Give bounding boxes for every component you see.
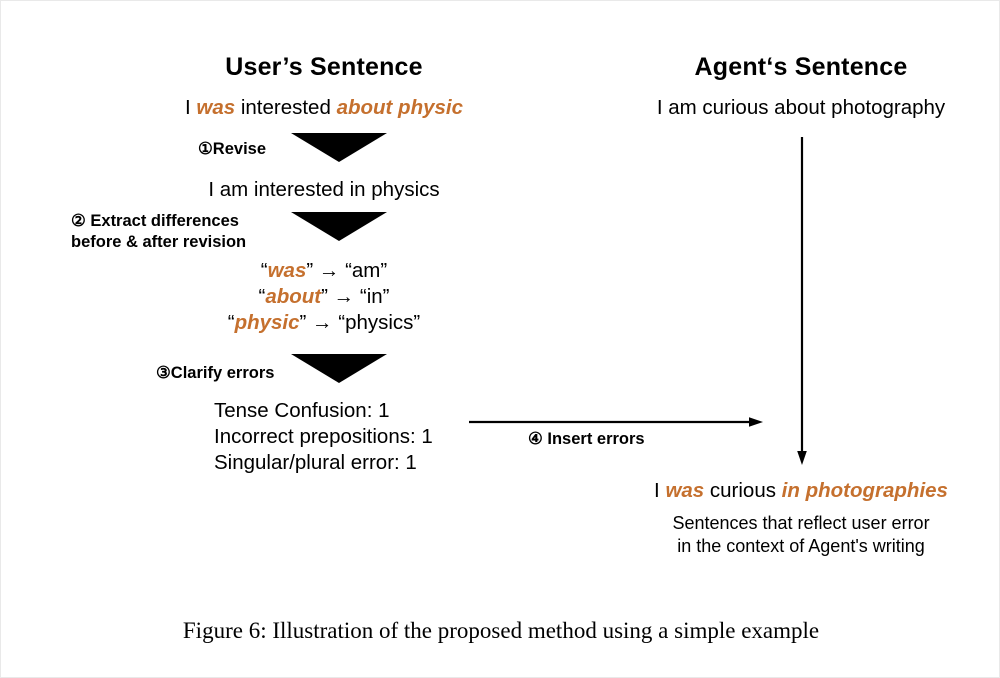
error-count-item: Tense Confusion: 1 xyxy=(214,399,390,422)
step-1-label: ①Revise xyxy=(198,139,266,160)
diff-arrow-icon-2: → xyxy=(333,285,355,308)
step-2-label: ② Extract differences before & after rev… xyxy=(71,211,246,252)
diff-open-quote-2: “ xyxy=(258,285,266,308)
step-4-number: ④ xyxy=(528,430,543,448)
user-column-title: User’s Sentence xyxy=(225,53,423,81)
diff-correct-3: “physics” xyxy=(338,311,421,334)
step-2-line-1: ② Extract differences xyxy=(71,211,246,232)
user-revised-sentence: I am interested in physics xyxy=(208,178,440,201)
diff-arrow-icon-1: → xyxy=(318,259,340,282)
diff-open-quote-3: “ xyxy=(227,311,235,334)
step-4-arrow-icon xyxy=(469,417,763,427)
step-4-text: Insert errors xyxy=(542,430,645,448)
step-3-text: Clarify errors xyxy=(170,364,275,382)
user-original-prefix: I xyxy=(184,96,197,119)
agent-result-error-1: was xyxy=(665,479,705,502)
agent-result-prefix: I xyxy=(654,479,666,502)
diff-arrow-icon-3: → xyxy=(312,311,333,334)
figure-caption: Figure 6: Illustration of the proposed m… xyxy=(182,618,820,643)
step-3-arrow-icon xyxy=(291,354,387,383)
user-original-middle: interested xyxy=(235,96,337,119)
agent-original-sentence: I am curious about photography xyxy=(656,96,946,119)
diff-correct-2: “in” xyxy=(359,285,390,308)
difference-row: “physic” → “physics” xyxy=(124,311,524,335)
difference-list: “was” → “am” “about” → “in” “physic” → “… xyxy=(124,259,524,335)
diff-wrong-2: about xyxy=(265,285,322,308)
diff-correct-1: “am” xyxy=(345,259,388,282)
agent-result-note-line-1: Sentences that reflect user error xyxy=(672,513,930,533)
step-3-label: ③Clarify errors xyxy=(156,363,274,384)
agent-column-title: Agent‘s Sentence xyxy=(694,53,908,81)
agent-result-error-2: in photographies xyxy=(781,479,948,502)
user-original-error-2: about physic xyxy=(336,96,463,119)
step-2-number: ② xyxy=(71,212,86,230)
step-2-text-1: Extract differences xyxy=(85,212,239,230)
diff-close-quote-1: ” xyxy=(306,259,314,282)
diff-wrong-3: physic xyxy=(234,311,300,334)
user-original-sentence: I was interested about physic xyxy=(124,96,524,120)
step-2-line-2: before & after revision xyxy=(71,232,247,251)
error-count-list: Tense Confusion: 1 Incorrect preposition… xyxy=(214,399,433,475)
difference-row: “was” → “am” xyxy=(124,259,524,283)
error-count-item: Incorrect prepositions: 1 xyxy=(214,425,433,448)
agent-result-note-line-2: in the context of Agent's writing xyxy=(677,536,925,557)
diff-close-quote-3: ” xyxy=(299,311,307,334)
step-2-arrow-icon xyxy=(291,212,387,241)
diff-close-quote-2: ” xyxy=(321,285,328,308)
agent-vertical-arrow-icon xyxy=(797,137,807,465)
diff-open-quote-1: “ xyxy=(260,259,268,282)
user-original-error-1: was xyxy=(196,96,236,119)
step-3-number: ③ xyxy=(156,364,171,382)
difference-row: “about” → “in” xyxy=(124,285,524,309)
step-1-arrow-icon xyxy=(291,133,387,162)
step-1-number: ① xyxy=(198,140,213,158)
diff-wrong-1: was xyxy=(267,259,307,282)
step-4-label: ④ Insert errors xyxy=(528,429,645,450)
agent-result-middle: curious xyxy=(704,479,782,502)
error-count-item: Singular/plural error: 1 xyxy=(214,451,417,474)
step-1-text: Revise xyxy=(212,140,267,158)
agent-result-sentence: I was curious in photographies xyxy=(601,479,1000,503)
agent-result-note: Sentences that reflect user error in the… xyxy=(601,512,1000,559)
